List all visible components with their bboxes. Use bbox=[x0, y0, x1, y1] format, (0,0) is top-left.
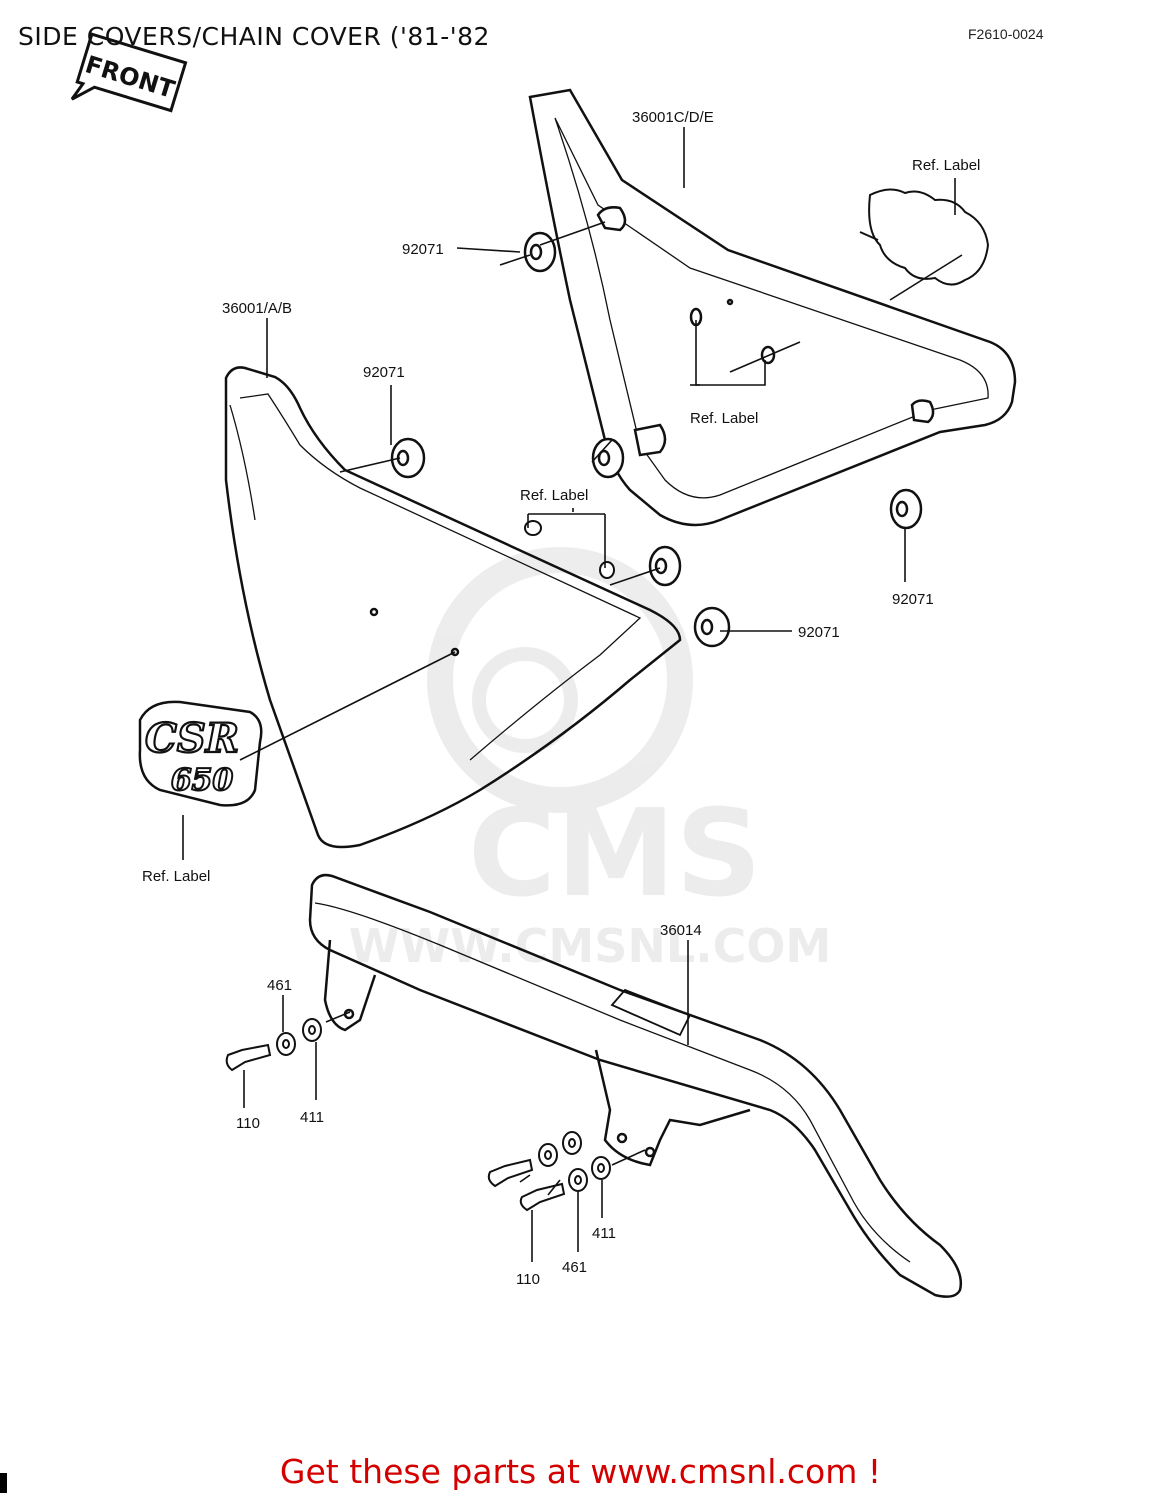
label-110-lower: 110 bbox=[516, 1271, 540, 1288]
bolt-lower-b bbox=[519, 1182, 566, 1212]
watermark-url: WWW.CMSNL.COM bbox=[349, 919, 832, 973]
label-36001-cde: 36001C/D/E bbox=[632, 109, 714, 126]
label-461-lower: 461 bbox=[562, 1259, 587, 1276]
bolt-upper bbox=[225, 1043, 272, 1072]
label-411-upper: 411 bbox=[300, 1109, 324, 1126]
part-labels: 36001C/D/E Ref. Label 92071 36001/A/B 92… bbox=[142, 109, 980, 1288]
bolt-lower-a bbox=[487, 1158, 534, 1188]
label-fasteners bbox=[524, 520, 615, 579]
label-36014: 36014 bbox=[660, 922, 702, 939]
leader-lines bbox=[182, 127, 963, 1262]
csr-650-emblem: CSR 650 bbox=[138, 700, 263, 807]
figure-code: F2610-0024 bbox=[968, 26, 1044, 42]
label-ref-center: Ref. Label bbox=[520, 487, 588, 504]
grommet-lower-right bbox=[693, 606, 731, 648]
label-36001-ab: 36001/A/B bbox=[222, 300, 292, 317]
grommet-lower-middle bbox=[648, 545, 682, 587]
label-ref-emblem: Ref. Label bbox=[142, 868, 210, 885]
grommet-right bbox=[889, 488, 923, 530]
emblem-650: 650 bbox=[171, 763, 234, 798]
ref-label-tag bbox=[859, 188, 990, 286]
watermark-brand: CMS bbox=[468, 785, 762, 924]
label-92071-left: 92071 bbox=[363, 364, 405, 381]
label-411-lower: 411 bbox=[592, 1225, 616, 1242]
footer-link[interactable]: Get these parts at www.cmsnl.com ! bbox=[279, 1452, 882, 1491]
side-cover-left bbox=[224, 366, 682, 849]
label-92071-upper: 92071 bbox=[402, 241, 444, 258]
label-110-upper: 110 bbox=[236, 1115, 260, 1132]
edge-mark bbox=[0, 1473, 7, 1493]
footer-banner: Get these parts at www.cmsnl.com ! bbox=[0, 1452, 1161, 1491]
label-461-upper: 461 bbox=[267, 977, 292, 994]
grommet-upper bbox=[523, 231, 557, 273]
label-ref-middle: Ref. Label bbox=[690, 410, 758, 427]
washer-411-upper bbox=[302, 1018, 322, 1042]
label-92071-lower-right: 92071 bbox=[798, 624, 840, 641]
fasteners-lower bbox=[487, 1131, 611, 1212]
label-92071-right: 92071 bbox=[892, 591, 934, 608]
diagram-title: SIDE COVERS/CHAIN COVER ('81-'82 bbox=[18, 22, 490, 51]
watermark: CMS WWW.CMSNL.COM bbox=[349, 547, 832, 973]
washer-461-upper bbox=[276, 1032, 296, 1056]
chain-cover bbox=[308, 873, 963, 1298]
label-ref-upper-right: Ref. Label bbox=[912, 157, 980, 174]
grommet-middle bbox=[591, 437, 625, 479]
grommet-parts bbox=[390, 231, 923, 648]
fasteners-upper bbox=[225, 1018, 322, 1072]
side-cover-right bbox=[528, 88, 1017, 527]
emblem-csr: CSR bbox=[145, 715, 239, 762]
